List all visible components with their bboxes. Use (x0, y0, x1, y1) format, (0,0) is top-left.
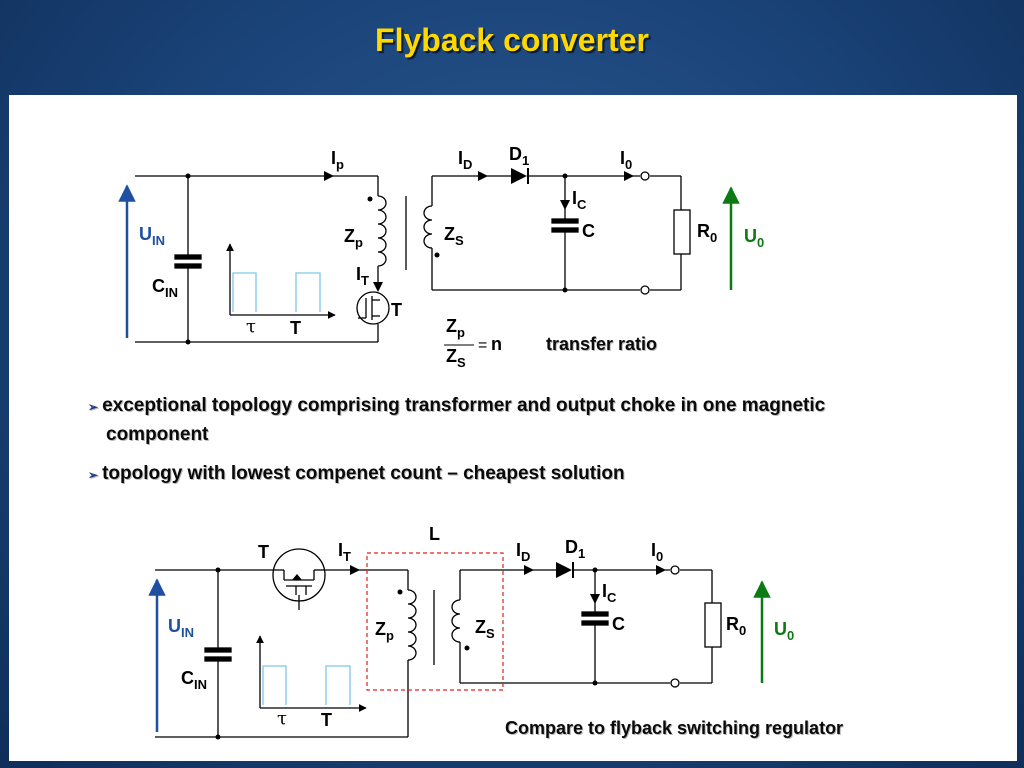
bullet-1-line1: exceptional topology comprising transfor… (102, 395, 826, 416)
svg-text:T: T (290, 318, 301, 338)
svg-text:U0: U0 (744, 226, 764, 250)
svg-text:CIN: CIN (152, 276, 178, 300)
svg-text:I0: I0 (651, 540, 663, 564)
svg-text:UIN: UIN (168, 616, 194, 640)
svg-text:T: T (391, 300, 402, 320)
bullet-arrow-icon: ➢ (88, 468, 99, 482)
bullet-1-line2: component (106, 424, 209, 445)
svg-text:Ip: Ip (331, 148, 344, 172)
diode-d1 (511, 168, 527, 184)
svg-text:IT: IT (356, 264, 369, 288)
svg-text:ZS: ZS (444, 224, 464, 248)
svg-text:R0: R0 (697, 221, 717, 245)
bullet-arrow-icon: ➢ (88, 400, 99, 414)
svg-text:n: n (491, 334, 502, 354)
diode-d1-2 (556, 562, 572, 578)
circuit-2 (155, 548, 722, 738)
svg-text:I0: I0 (620, 148, 632, 172)
svg-text:Zp: Zp (375, 619, 394, 643)
svg-text:C: C (612, 614, 625, 634)
transfer-ratio-label: transfer ratio (546, 334, 658, 354)
svg-text:D1: D1 (565, 537, 585, 561)
svg-text:IC: IC (572, 188, 587, 212)
svg-text:IT: IT (338, 540, 351, 564)
svg-text:Zp: Zp (446, 316, 465, 340)
svg-text:R0: R0 (726, 614, 746, 638)
svg-text:U0: U0 (774, 619, 794, 643)
svg-text:τ: τ (246, 316, 256, 337)
svg-text:=: = (478, 337, 487, 354)
bullet-2: ➢topology with lowest compenet count – c… (88, 460, 625, 489)
bullet-1: ➢exceptional topology comprising transfo… (88, 392, 825, 448)
svg-text:D1: D1 (509, 144, 529, 168)
transformer-highlight-box (366, 552, 504, 691)
circuit-1 (135, 171, 691, 343)
svg-text:T: T (258, 542, 269, 562)
svg-text:T: T (321, 710, 332, 730)
svg-text:UIN: UIN (139, 224, 165, 248)
slide-title: Flyback converter (375, 22, 649, 58)
svg-text:Zp: Zp (344, 226, 363, 250)
svg-text:ID: ID (458, 148, 472, 172)
svg-text:C: C (582, 221, 595, 241)
svg-text:CIN: CIN (181, 668, 207, 692)
svg-text:L: L (429, 524, 440, 544)
svg-text:ZS: ZS (446, 346, 466, 370)
content-panel (9, 95, 1017, 761)
circuit-1-nodes (185, 173, 568, 345)
svg-text:ZS: ZS (475, 617, 495, 641)
compare-caption: Compare to flyback switching regulator (505, 718, 844, 738)
svg-text:ID: ID (516, 540, 530, 564)
bullet-2-line1: topology with lowest compenet count – ch… (102, 463, 625, 484)
svg-text:IC: IC (602, 581, 617, 605)
svg-text:τ: τ (277, 708, 287, 729)
